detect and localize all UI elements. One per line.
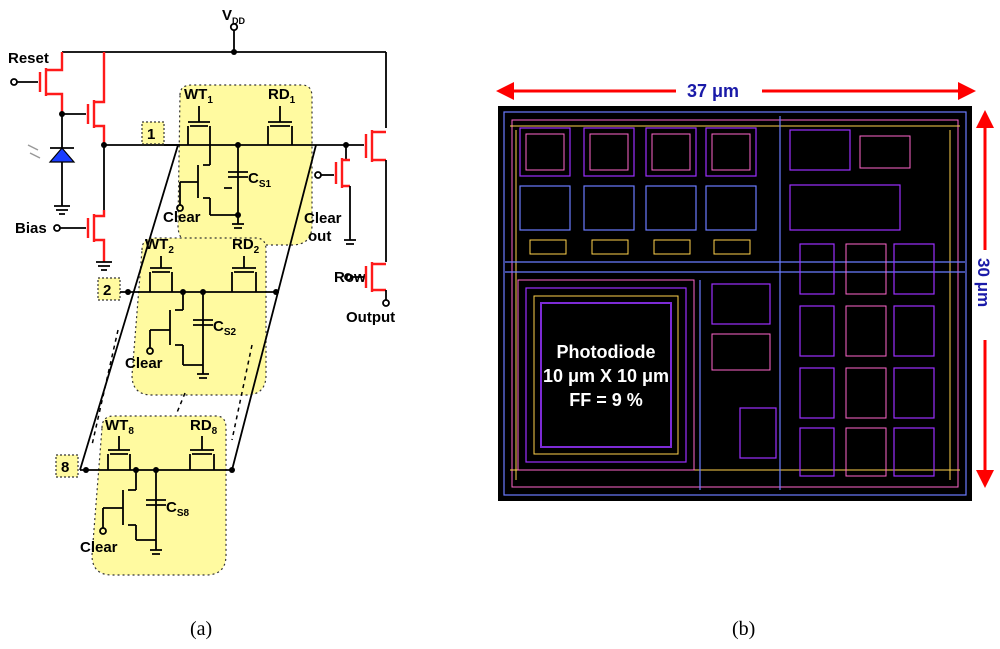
- clear-out-label-2: out: [308, 228, 331, 245]
- photodiode-fill-factor: FF = 9 %: [569, 390, 643, 410]
- wt8-label: WT8: [105, 417, 134, 437]
- output-terminal: [382, 299, 390, 307]
- chip-layout: 37 μm 30 μm: [496, 78, 996, 501]
- svg-text:8: 8: [61, 459, 69, 476]
- photodiode-area: [540, 302, 672, 448]
- bias-label: Bias: [15, 220, 47, 237]
- layout-top-cells: [519, 127, 911, 255]
- memory-cell-8-region: [91, 415, 227, 576]
- light-rays-icon: [27, 144, 41, 159]
- width-label: 37 μm: [687, 81, 739, 101]
- cell-tag-1: [141, 121, 165, 145]
- clear-out-label-1: Clear: [304, 210, 342, 227]
- cs1-label: CS1: [248, 170, 272, 190]
- clear-label-8: Clear: [80, 539, 118, 556]
- row-label: Row: [334, 269, 366, 286]
- clear-label-1: Clear: [163, 209, 201, 226]
- svg-text:1: 1: [147, 126, 155, 143]
- svg-text:2: 2: [103, 282, 111, 299]
- photodiode-guard-ring: [517, 279, 695, 471]
- height-label: 30 μm: [974, 258, 993, 307]
- cs8-label: CS8: [166, 499, 190, 519]
- cell-tag-8: [55, 454, 79, 478]
- wt1-label: WT1: [184, 86, 213, 106]
- rd1-label: RD1: [268, 86, 296, 106]
- output-label: Output: [346, 309, 395, 326]
- cell-tag-2: [97, 277, 121, 301]
- clear-label-2: Clear: [125, 355, 163, 372]
- bus-lines: [79, 144, 317, 471]
- wt2-label: WT2: [145, 236, 174, 256]
- caption-b: (b): [732, 618, 756, 640]
- photodiode-size: 10 μm X 10 μm: [543, 366, 669, 386]
- rd8-label: RD8: [190, 417, 218, 437]
- photodiode-symbol: [48, 147, 76, 163]
- photodiode-title: Photodiode: [557, 342, 656, 362]
- reset-label: Reset: [8, 50, 49, 67]
- vdd-label: VDD: [222, 7, 246, 26]
- cs2-label: CS2: [213, 318, 237, 338]
- layout-right-cells: [711, 243, 935, 477]
- pixel-circuit: VDD Reset Bias 1 2 8 WT1 RD1: [8, 7, 395, 576]
- caption-a: (a): [190, 618, 213, 640]
- rd2-label: RD2: [232, 236, 260, 256]
